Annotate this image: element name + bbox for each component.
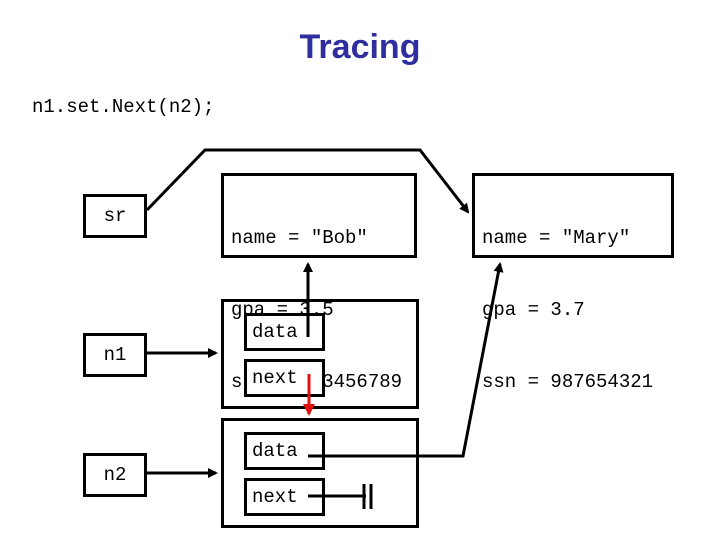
- variable-n1-label: n1: [103, 344, 127, 366]
- node-n1-data-label: data: [252, 321, 298, 343]
- node-n1: [221, 299, 419, 409]
- mary-name: name = "Mary": [482, 227, 631, 249]
- null-terminator-icon: [308, 484, 373, 509]
- bob-name: name = "Bob": [231, 227, 368, 249]
- code-statement: n1.set.Next(n2);: [32, 96, 215, 118]
- student-object-bob: name = "Bob" gpa = 3.5 ssn = 123456789: [221, 173, 417, 393]
- variable-sr: sr: [83, 194, 147, 238]
- student-object-mary: name = "Mary" gpa = 3.7 ssn = 987654321: [472, 173, 674, 393]
- node-n1-data-field: data: [244, 313, 325, 351]
- node-n1-next-field: next: [244, 359, 325, 397]
- node-n2: [221, 418, 419, 528]
- node-n2-data-field: data: [244, 432, 325, 470]
- variable-n2-label: n2: [103, 464, 127, 486]
- mary-ssn: ssn = 987654321: [482, 371, 654, 393]
- node-n2-next-label: next: [252, 486, 298, 508]
- node-n1-next-label: next: [252, 367, 298, 389]
- arrow-n2-data-to-mary: [308, 262, 504, 458]
- node-n2-data-label: data: [252, 440, 298, 462]
- arrow-sr-to-mary: [145, 148, 470, 214]
- variable-sr-label: sr: [103, 205, 127, 227]
- slide-title: Tracing: [299, 28, 421, 66]
- variable-n2: n2: [83, 453, 147, 497]
- variable-n1: n1: [83, 333, 147, 377]
